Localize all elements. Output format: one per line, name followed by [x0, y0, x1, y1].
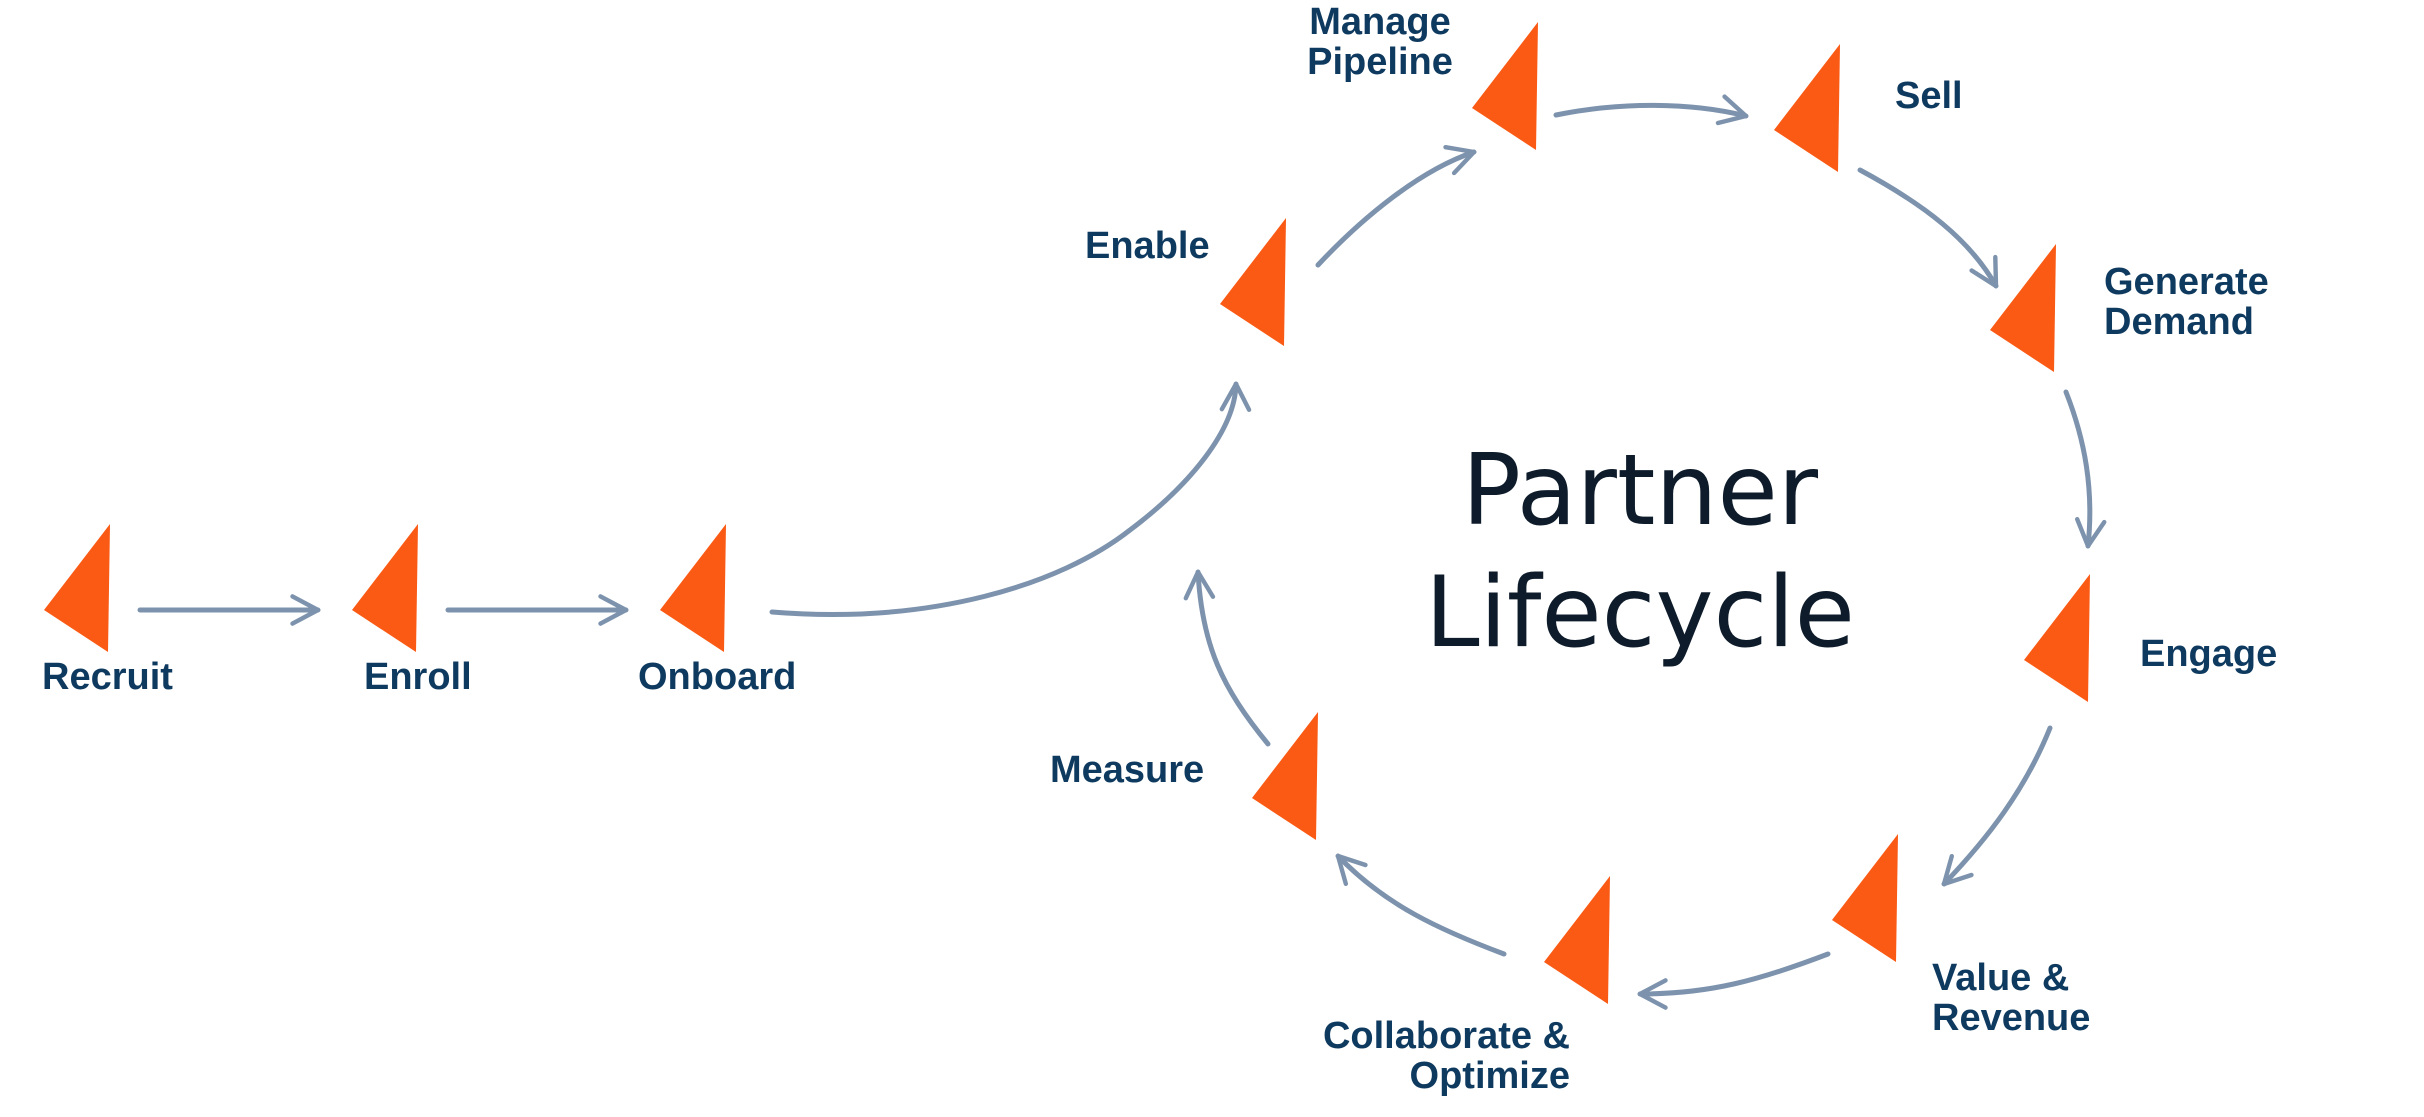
label-generate-demand: Generate Demand: [2104, 262, 2269, 342]
label-value-revenue-line2: Revenue: [1932, 997, 2091, 1039]
label-enable: Enable: [1085, 225, 1210, 267]
flow-arrows: [137, 94, 2107, 1010]
arrow-collaborate-optimize-to-measure: [1335, 853, 1507, 957]
arrow-value-revenue-to-collaborate-optimize: [1637, 951, 1831, 1010]
label-collaborate-optimize-line1: Collaborate &: [1322, 1015, 1570, 1057]
arrow-onboard-to-enable: [769, 381, 1252, 617]
diagram-title: Partner Lifecycle: [1330, 430, 1950, 674]
marker-sell: [1774, 44, 1840, 172]
label-manage-pipeline: Manage Pipeline: [1280, 2, 1480, 82]
label-onboard: Onboard: [638, 656, 797, 698]
marker-recruit: [44, 524, 110, 652]
stage-markers: [44, 22, 2090, 1004]
arrow-measure-to-enable: [1183, 569, 1271, 747]
label-enroll: Enroll: [364, 656, 472, 698]
label-recruit: Recruit: [42, 656, 173, 698]
label-value-revenue: Value & Revenue: [1932, 958, 2090, 1038]
diagram-title-line2: Lifecycle: [1425, 556, 1855, 670]
label-generate-demand-line1: Generate: [2104, 261, 2269, 303]
arrow-manage-pipeline-to-sell: [1553, 94, 1749, 126]
arrow-enable-to-manage-pipeline: [1315, 144, 1477, 268]
label-sell: Sell: [1895, 75, 1963, 117]
label-measure: Measure: [1050, 749, 1205, 791]
marker-manage-pipeline: [1472, 22, 1538, 150]
marker-collaborate-optimize: [1544, 876, 1610, 1004]
label-manage-pipeline-line2: Pipeline: [1307, 41, 1453, 83]
arrow-sell-to-generate-demand: [1857, 167, 1999, 289]
arrow-engage-to-value-revenue: [1941, 725, 2053, 887]
marker-generate-demand: [1990, 244, 2056, 372]
arrow-generate-demand-to-engage: [2063, 389, 2107, 549]
marker-value-revenue: [1832, 834, 1898, 962]
label-manage-pipeline-line1: Manage: [1309, 1, 1451, 43]
marker-engage: [2024, 574, 2090, 702]
label-collaborate-optimize-line2: Optimize: [1409, 1055, 1570, 1097]
label-generate-demand-line2: Demand: [2104, 301, 2254, 343]
label-collaborate-optimize: Collaborate & Optimize: [1270, 1016, 1570, 1096]
label-engage: Engage: [2140, 633, 2278, 675]
marker-onboard: [660, 524, 726, 652]
diagram-title-line1: Partner: [1461, 434, 1819, 548]
marker-enable: [1220, 218, 1286, 346]
marker-measure: [1252, 712, 1318, 840]
marker-enroll: [352, 524, 418, 652]
label-value-revenue-line1: Value &: [1932, 957, 2070, 999]
